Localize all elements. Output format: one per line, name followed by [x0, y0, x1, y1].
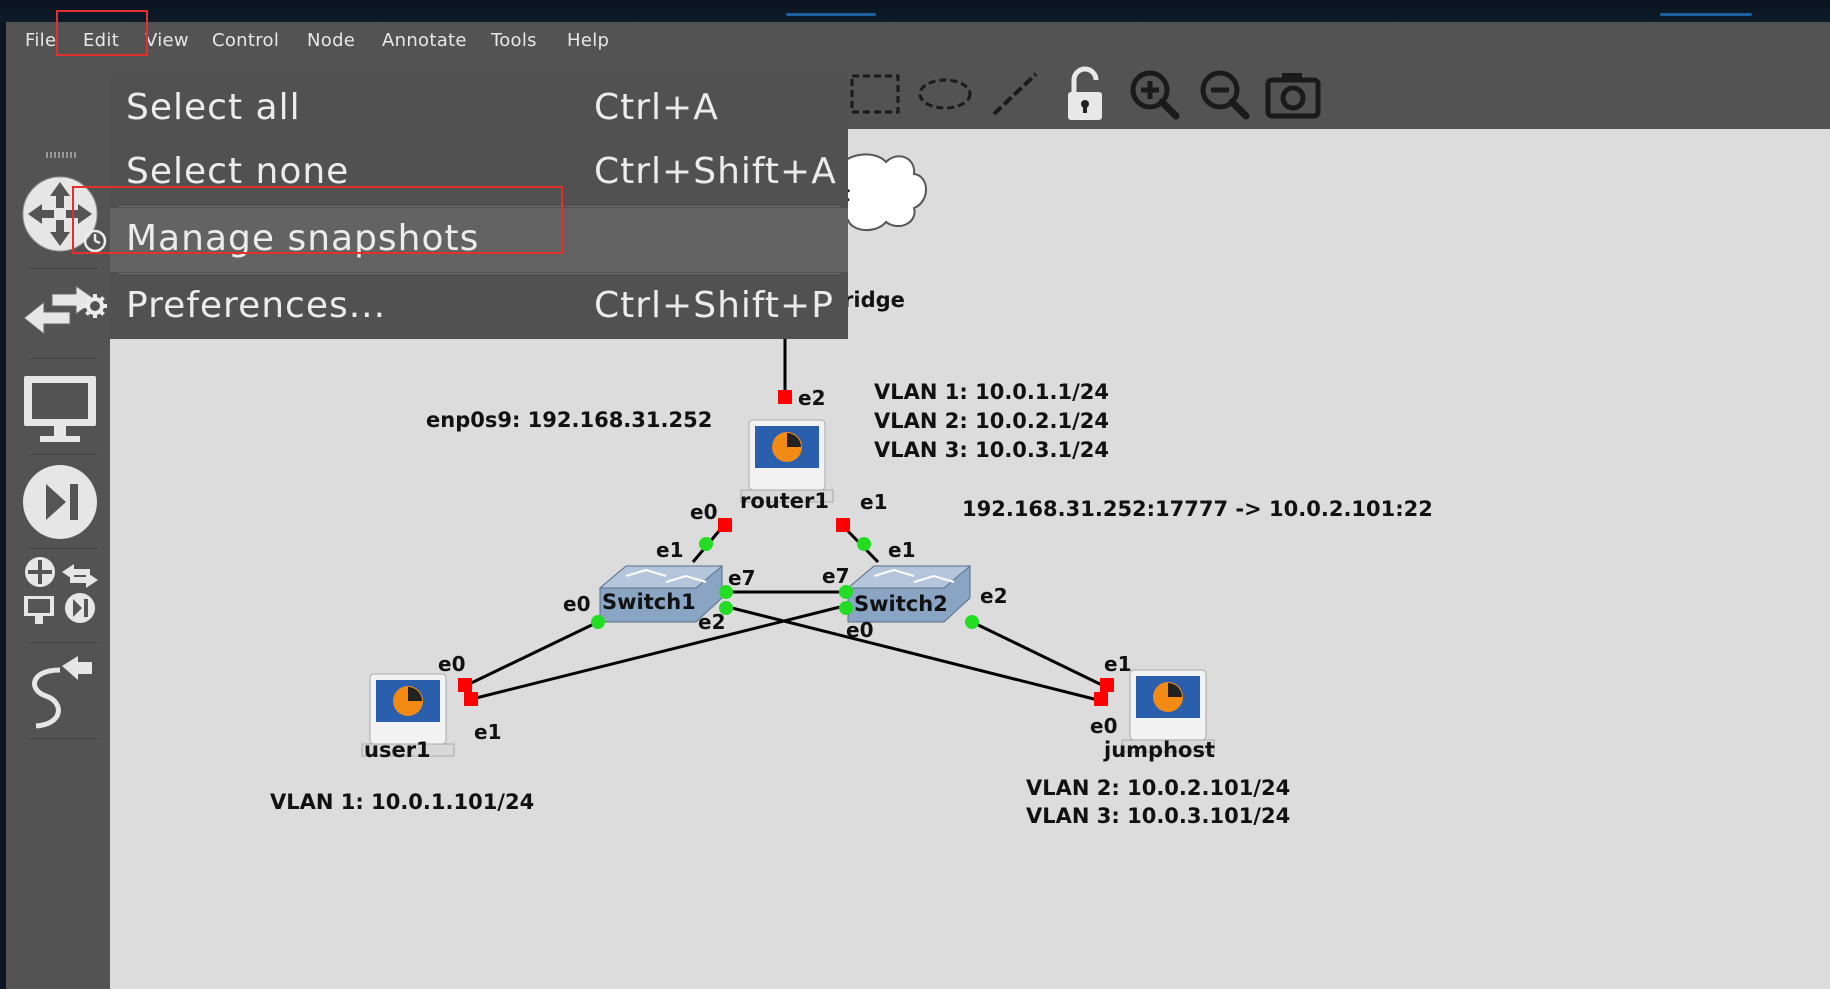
jumphost-port-e1-label: e1 [1104, 652, 1132, 676]
menu-tools[interactable]: Tools [491, 30, 537, 51]
router-vlan-1: VLAN 1: 10.0.1.1/24 [874, 380, 1109, 404]
port-switch2-e1 [857, 537, 871, 551]
menu-file[interactable]: File [25, 30, 57, 51]
sidebar-separator [28, 548, 98, 549]
link-switch2-jumphost[interactable] [971, 620, 1105, 688]
sidebar-separator [28, 268, 98, 269]
menu-item-shortcut: Ctrl+Shift+A [594, 151, 837, 192]
router1-label[interactable]: router1 [740, 489, 829, 513]
jumphost-label[interactable]: jumphost [1104, 738, 1215, 762]
switch2-port-e1-label: e1 [888, 538, 916, 562]
menu-item-select-all[interactable]: Select all Ctrl+A [110, 77, 848, 139]
user1-label[interactable]: user1 [364, 738, 431, 762]
end-device-category-icon[interactable] [20, 370, 100, 450]
sidebar-separator [28, 738, 98, 739]
menu-help[interactable]: Help [567, 30, 610, 51]
highlight-manage-snapshots [72, 186, 563, 254]
jumphost-vlan-2: VLAN 2: 10.0.2.101/24 [1026, 776, 1291, 800]
router-enp0s9-annotation: enp0s9: 192.168.31.252 [426, 408, 713, 432]
sidebar-grip [46, 152, 76, 158]
gns3-window: File Edit View Control Node Annotate Too… [6, 10, 1830, 989]
add-link-icon[interactable] [20, 652, 100, 732]
port-router-e1 [836, 518, 850, 532]
device-sidebar [6, 56, 110, 989]
router-vlan-2: VLAN 2: 10.0.2.1/24 [874, 409, 1109, 433]
menu-edit[interactable]: Edit [83, 30, 120, 51]
switch2-port-e0-label: e0 [846, 618, 874, 642]
menu-separator [118, 206, 840, 207]
menu-annotate[interactable]: Annotate [382, 30, 467, 51]
nat-rule-annotation: 192.168.31.252:17777 -> 10.0.2.101:22 [962, 497, 1433, 521]
router-vlan-3: VLAN 3: 10.0.3.1/24 [874, 438, 1109, 462]
ellipse-tool-icon[interactable] [916, 64, 976, 124]
port-switch2-e0 [839, 601, 853, 615]
menu-item-shortcut: Ctrl+Shift+P [594, 285, 834, 326]
switch1-port-e0-label: e0 [563, 592, 591, 616]
jumphost-vlan-3: VLAN 3: 10.0.3.101/24 [1026, 804, 1291, 828]
highlight-edit-menu [56, 10, 148, 56]
menu-item-select-none[interactable]: Select none Ctrl+Shift+A [110, 141, 848, 203]
jumphost-port-e0-label: e0 [1090, 714, 1118, 738]
user1-port-e1-label: e1 [474, 720, 502, 744]
user1-port-e0-label: e0 [438, 652, 466, 676]
security-device-category-icon[interactable] [20, 462, 100, 542]
zoom-in-icon[interactable] [1124, 64, 1184, 124]
menu-node[interactable]: Node [307, 30, 356, 51]
link-switch1-jumphost[interactable] [723, 604, 1099, 702]
line-tool-icon[interactable] [986, 64, 1046, 124]
port-user1-e1 [464, 692, 478, 706]
menu-item-label: Select none [126, 151, 350, 192]
switch2-port-e2-label: e2 [980, 584, 1008, 608]
link-switch1-user1[interactable] [464, 620, 599, 688]
desktop-top-bar [0, 0, 1830, 22]
port-jumphost-e1 [1100, 678, 1114, 692]
router-port-e1-label: e1 [860, 490, 888, 514]
menu-bar: File Edit View Control Node Annotate Too… [6, 22, 1830, 56]
topology-links [361, 153, 1215, 757]
router-category-icon[interactable] [20, 174, 100, 254]
gear-icon [83, 294, 107, 318]
port-switch2-e7 [839, 585, 853, 599]
switch1-label[interactable]: Switch1 [602, 590, 696, 614]
menu-view[interactable]: View [145, 30, 189, 51]
desktop-tab-accent [1660, 13, 1752, 16]
user1-node-icon[interactable] [361, 673, 455, 757]
switch1-port-e2-label: e2 [698, 610, 726, 634]
port-switch1-e2 [719, 601, 733, 615]
sidebar-separator [28, 642, 98, 643]
user1-vlan-1: VLAN 1: 10.0.1.101/24 [270, 790, 535, 814]
port-switch1-e7 [719, 585, 733, 599]
menu-item-shortcut: Ctrl+A [594, 87, 719, 128]
router-port-e0-label: e0 [690, 500, 718, 524]
sidebar-separator [28, 358, 98, 359]
all-devices-category-icon[interactable] [20, 554, 100, 634]
port-jumphost-e0 [1094, 692, 1108, 706]
menu-control[interactable]: Control [212, 30, 280, 51]
switch1-port-e1-label: e1 [656, 538, 684, 562]
menu-item-label: Select all [126, 87, 301, 128]
port-switch2-e2 [965, 615, 979, 629]
lock-icon[interactable] [1056, 64, 1116, 124]
switch1-port-e7-label: e7 [728, 566, 756, 590]
zoom-out-icon[interactable] [1194, 64, 1254, 124]
jumphost-node-icon[interactable] [1121, 669, 1215, 753]
menu-separator [118, 273, 840, 274]
port-router-e2 [778, 390, 792, 404]
port-switch1-e1 [699, 537, 713, 551]
menu-item-preferences[interactable]: Preferences... Ctrl+Shift+P [83, 275, 848, 337]
switch2-port-e7-label: e7 [822, 564, 850, 588]
rectangle-tool-icon[interactable] [846, 64, 906, 124]
port-router-e0 [718, 518, 732, 532]
router1-node-icon[interactable] [740, 419, 834, 503]
router-port-e2-label: e2 [798, 386, 826, 410]
screenshot-icon[interactable] [1264, 64, 1324, 124]
clock-icon [83, 229, 107, 253]
port-user1-e0 [458, 678, 472, 692]
switch2-node-icon[interactable] [846, 565, 972, 623]
port-switch1-e0 [591, 615, 605, 629]
desktop-tab-accent [786, 13, 876, 16]
sidebar-separator [28, 454, 98, 455]
menu-item-label: Preferences... [126, 285, 387, 326]
switch2-label[interactable]: Switch2 [854, 592, 948, 616]
